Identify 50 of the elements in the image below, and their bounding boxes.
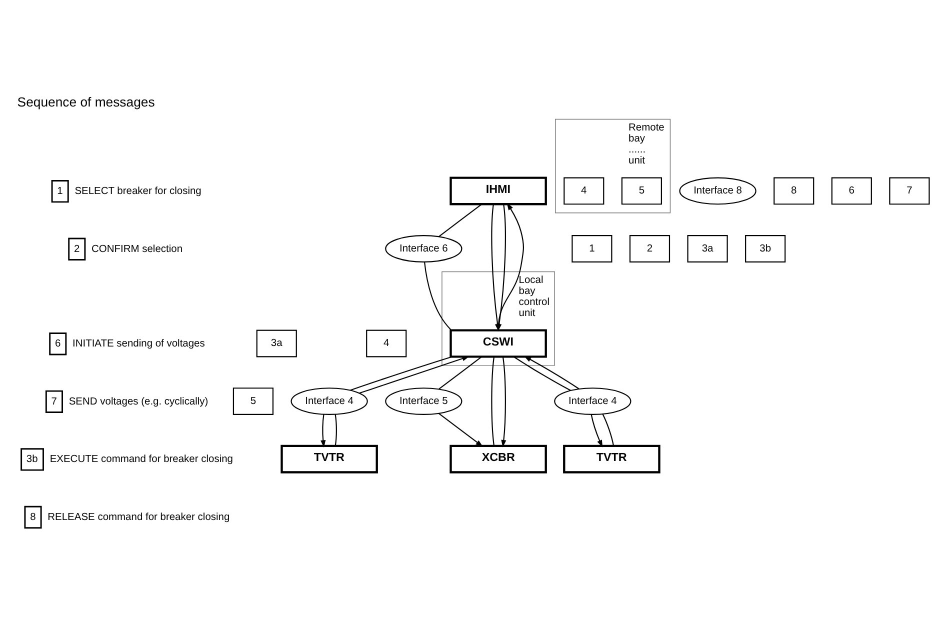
node-box: XCBR: [450, 444, 547, 474]
node-label: RELEASE command for breaker closing: [48, 512, 230, 523]
node-box: 4: [564, 177, 604, 205]
node-box: 7: [889, 177, 930, 205]
node-ellipse: Interface 4: [290, 388, 368, 415]
node-box: 1: [572, 235, 612, 262]
arrow: [320, 414, 326, 448]
node-ellipse: Interface 6: [385, 235, 462, 262]
connector: [513, 356, 571, 392]
node-box: 3a: [256, 330, 297, 358]
connector: [350, 356, 452, 391]
connector: [438, 356, 482, 390]
arrow: [590, 414, 603, 448]
node-box: 8: [24, 506, 42, 529]
node-box: 2: [68, 238, 86, 260]
node-box: 5: [232, 388, 274, 415]
node-box: 1: [51, 180, 69, 203]
node-box: CSWI: [450, 329, 547, 358]
node-box: 8: [774, 177, 814, 205]
node-box: 5: [621, 177, 662, 205]
connector: [424, 262, 452, 330]
node-ellipse: Interface 4: [554, 388, 632, 415]
node-box: TVTR: [563, 444, 660, 474]
node-label: CONFIRM selection: [92, 244, 183, 255]
node-box: 3b: [745, 235, 786, 262]
node-label: SELECT breaker for closing: [74, 186, 202, 198]
node-box: 6: [49, 332, 67, 356]
node-box: 7: [45, 390, 63, 413]
connector: [438, 204, 482, 237]
node-box: IHMI: [450, 176, 547, 206]
node-ellipse: Interface 5: [385, 388, 462, 415]
connector: [491, 356, 495, 446]
node-label: EXECUTE command for breaker closing: [50, 454, 233, 466]
arrow: [524, 356, 580, 390]
node-box: TVTR: [280, 444, 378, 474]
node-box: 3b: [20, 448, 44, 471]
node-ellipse: Interface 8: [679, 177, 756, 205]
arrow: [501, 356, 506, 448]
node-box: 4: [366, 330, 407, 358]
connector: [602, 414, 614, 446]
node-box: 3a: [687, 235, 728, 262]
arrow: [359, 356, 470, 394]
node-label: SEND voltages (e.g. cyclically): [68, 396, 208, 408]
node-label: INITIATE sending of voltages: [72, 338, 205, 350]
arrow: [498, 202, 524, 330]
connector: [334, 414, 337, 446]
arrow: [438, 412, 483, 447]
node-box: 6: [831, 177, 872, 205]
diagram-title: Sequence of messages: [17, 94, 155, 110]
node-box: 2: [629, 235, 670, 262]
